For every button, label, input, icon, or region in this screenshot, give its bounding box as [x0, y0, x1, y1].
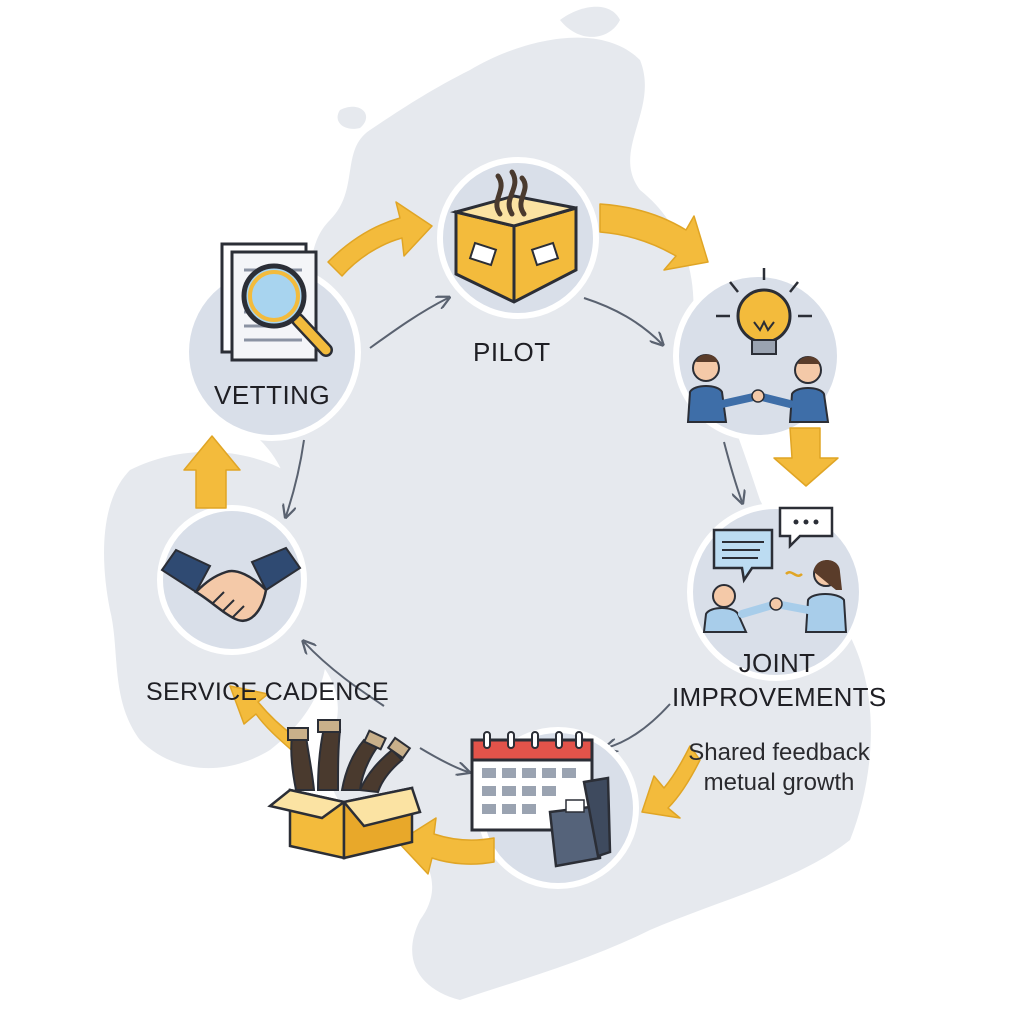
feedback-note: Shared feedback metual growth	[686, 738, 872, 798]
joint-improvements-label-line2: IMPROVEMENTS	[672, 682, 887, 712]
service-cadence-label: SERVICE CADENCE	[146, 678, 389, 706]
calendar-icon	[470, 731, 612, 868]
pilot-label: PILOT	[473, 337, 551, 367]
vetting-label: VETTING	[214, 380, 331, 410]
joint-improvements-label-line1: JOINT	[738, 648, 816, 678]
joint-improvements-label: JOINT IMPROVEMENTS	[672, 646, 887, 714]
box-of-brushes-icon	[267, 719, 422, 860]
arrow-partnership-to-joint	[773, 427, 839, 487]
magnifier-document-icon	[220, 242, 333, 362]
feedback-note-line1: Shared feedback	[688, 739, 870, 766]
arrow-vetting-to-pilot	[327, 201, 433, 277]
thin-connector-arrows	[286, 298, 742, 772]
arrow-joint-to-scheduling	[641, 745, 701, 819]
arrow-pilot-to-partnership	[599, 203, 709, 271]
arrow-scheduling-to-delivery	[397, 817, 495, 875]
feedback-note-line2: metual growth	[703, 769, 855, 796]
cycle-arrows	[183, 201, 839, 875]
arrow-delivery-to-service	[229, 685, 297, 755]
chat-handshake-icon	[702, 506, 848, 633]
arrow-service-to-vetting	[183, 435, 241, 509]
handshake-icon	[160, 546, 302, 622]
lightbulb-handshake-icon	[686, 268, 830, 423]
open-box-icon	[450, 169, 578, 304]
